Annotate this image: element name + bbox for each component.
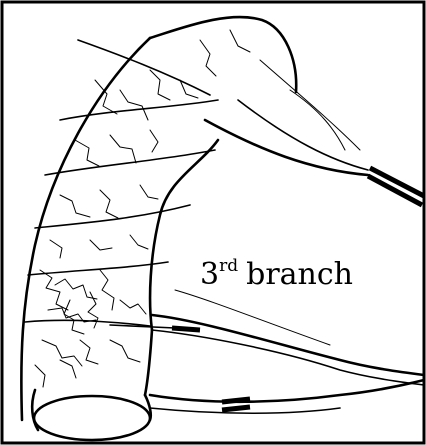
- upper-branch: [205, 60, 424, 205]
- branch-number: 3: [200, 257, 219, 292]
- third-branch: [110, 290, 424, 385]
- branch-label: 3rd branch: [200, 258, 353, 290]
- main-vessel: [21, 17, 296, 440]
- branch-word: branch: [246, 257, 353, 292]
- lower-branch-cap: [222, 399, 250, 402]
- third-branch-cap: [172, 328, 200, 330]
- branch-ordinal-suffix: rd: [219, 256, 238, 276]
- lower-branch: [150, 380, 424, 413]
- capillary-network: [35, 270, 146, 387]
